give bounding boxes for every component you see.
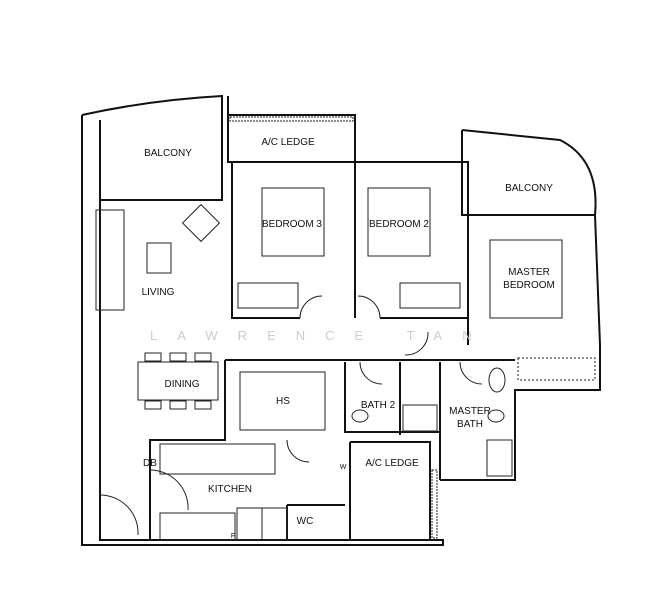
hs-box: [239, 371, 326, 431]
label-master-bedroom-2: BEDROOM: [503, 280, 555, 291]
furniture: [95, 187, 563, 541]
armchair: [181, 203, 221, 243]
label-balcony-left: BALCONY: [144, 148, 192, 159]
watermark: LAWRENCE TAN: [150, 328, 492, 343]
label-balcony-right: BALCONY: [505, 183, 553, 194]
label-wc: WC: [297, 516, 314, 527]
label-ac-ledge-bottom: A/C LEDGE: [365, 458, 419, 469]
dining-table: [137, 361, 219, 401]
label-dining: DINING: [165, 379, 200, 390]
label-ac-ledge-top: A/C LEDGE: [261, 137, 315, 148]
label-bedroom-3: BEDROOM 3: [262, 219, 322, 230]
label-bath-2: BATH 2: [361, 400, 396, 411]
label-master-bath-2: BATH: [457, 419, 483, 430]
label-hs: HS: [276, 396, 290, 407]
label-bedroom-2: BEDROOM 2: [369, 219, 429, 230]
label-kitchen: KITCHEN: [208, 484, 252, 495]
label-f: F: [231, 533, 235, 540]
walls: [81, 94, 601, 546]
sofa: [95, 209, 125, 311]
kitchen-counter: [159, 443, 276, 475]
label-db: DB: [143, 458, 157, 469]
wardrobe-2: [399, 282, 461, 309]
bed-3: [261, 187, 325, 257]
label-w: W: [340, 464, 347, 471]
wardrobe-3: [237, 282, 299, 309]
master-bed: [489, 239, 563, 319]
label-living: LIVING: [142, 287, 175, 298]
coffee-table: [146, 242, 172, 274]
bed-2: [367, 187, 431, 257]
ledge-railing: [229, 116, 596, 539]
label-master-bedroom-1: MASTER: [508, 267, 550, 278]
label-master-bath-1: MASTER: [449, 406, 491, 417]
